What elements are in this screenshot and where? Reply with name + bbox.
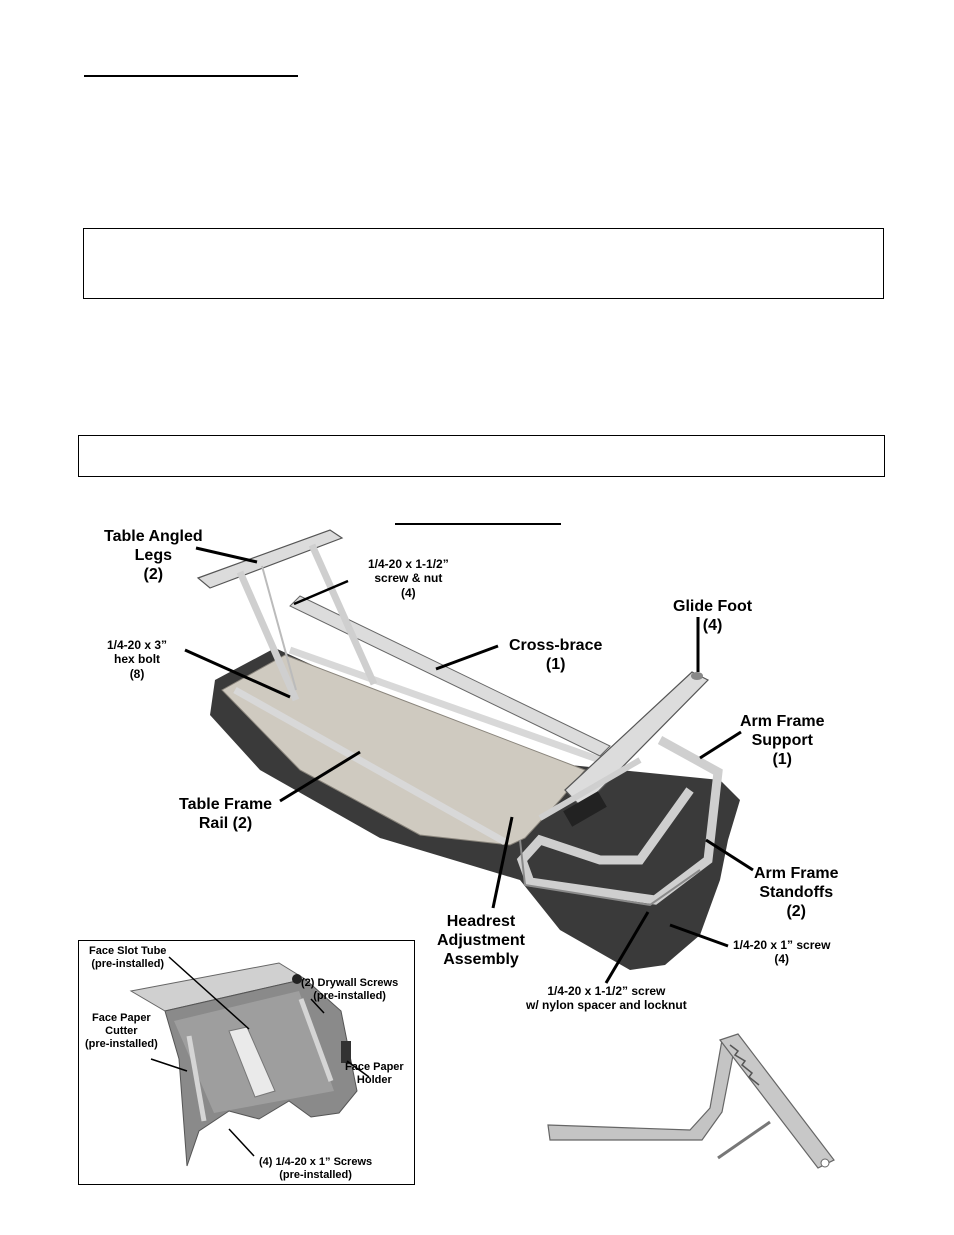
label-face-paper-holder: Face Paper Holder (345, 1061, 404, 1087)
table-frame-rail-right (288, 646, 602, 764)
label-screw-and-nut: 1/4-20 x 1-1/2” screw & nut (4) (368, 557, 449, 600)
table-board (221, 654, 586, 846)
face-cradle-inset: Face Slot Tube (pre-installed) (2) Drywa… (78, 940, 415, 1185)
headrest-bracket (563, 791, 607, 827)
label-face-slot-tube: Face Slot Tube (pre-installed) (89, 945, 167, 971)
label-face-paper-cutter: Face Paper Cutter (pre-installed) (85, 1012, 158, 1051)
label-screw-1in: 1/4-20 x 1” screw (4) (733, 938, 831, 967)
note-box-2 (78, 435, 885, 477)
label-headrest-adjustment: Headrest Adjustment Assembly (437, 913, 525, 969)
label-arm-frame-support: Arm Frame Support (1) (740, 713, 825, 769)
label-screws-1in: (4) 1/4-20 x 1” Screws (pre-installed) (259, 1156, 373, 1182)
table-frame-rail-left (233, 686, 507, 846)
label-glide-foot: Glide Foot (4) (673, 598, 753, 635)
label-table-frame-rail: Table Frame Rail (2) (179, 796, 273, 833)
section-heading-underline (84, 75, 298, 77)
glide-foot (691, 672, 703, 680)
note-box-1 (83, 228, 884, 299)
label-cross-brace: Cross-brace (1) (509, 637, 603, 674)
table-angled-leg-top (196, 529, 344, 589)
label-table-angled-legs: Table Angled Legs (2) (104, 528, 203, 584)
label-arm-frame-standoffs: Arm Frame Standoffs (2) (754, 865, 839, 921)
label-hex-bolt: 1/4-20 x 3” hex bolt (8) (107, 638, 168, 681)
arm-frame-support (516, 736, 723, 905)
cross-brace (289, 595, 611, 757)
headrest-bracket-detail (547, 1033, 835, 1169)
face-cradle-illustration (129, 956, 370, 1167)
figure-title-underline (395, 523, 561, 525)
label-screw-spacer-locknut: 1/4-20 x 1-1/2” screw w/ nylon spacer an… (526, 984, 687, 1013)
label-drywall-screws: (2) Drywall Screws (pre-installed) (301, 977, 399, 1003)
table-angled-leg-long (564, 671, 710, 809)
